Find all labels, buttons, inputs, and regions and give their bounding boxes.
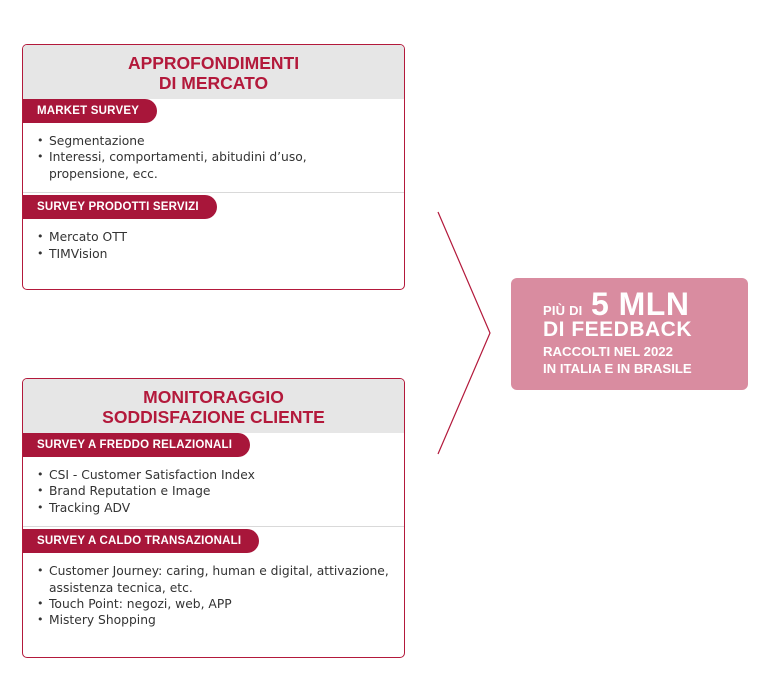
list-item: CSI - Customer Satisfaction Index <box>37 467 394 484</box>
stat-detail: IN ITALIA E IN BRASILE <box>543 361 692 376</box>
list-item: Interessi, comportamenti, abitudini d’us… <box>37 149 394 182</box>
list-item: Mercato OTT <box>37 229 394 246</box>
feedback-stat-box: PIÙ DI 5 MLN DI FEEDBACK RACCOLTI NEL 20… <box>511 278 748 390</box>
bullet-list: Customer Journey: caring, human e digita… <box>23 553 404 635</box>
stat-headline: PIÙ DI 5 MLN <box>543 288 748 320</box>
stat-value: 5 MLN <box>590 286 690 322</box>
card-title: APPROFONDIMENTI DI MERCATO <box>23 45 404 99</box>
card-title-line: APPROFONDIMENTI <box>127 53 300 73</box>
stat-detail: RACCOLTI NEL 2022 <box>543 344 673 359</box>
list-item: Customer Journey: caring, human e digita… <box>37 563 394 596</box>
list-item: Touch Point: negozi, web, APP <box>37 596 394 613</box>
list-item: Mistery Shopping <box>37 612 394 629</box>
card-title-line: SODDISFAZIONE CLIENTE <box>102 407 325 427</box>
divider <box>23 192 404 194</box>
list-item: TIMVision <box>37 246 394 263</box>
divider <box>23 526 404 528</box>
section-label-product-survey: SURVEY PRODOTTI SERVIZI <box>23 195 217 220</box>
bullet-list: Mercato OTT TIMVision <box>23 219 404 268</box>
list-item: Segmentazione <box>37 133 394 150</box>
stat-subheading: DI FEEDBACK <box>543 318 693 341</box>
bullet-list: CSI - Customer Satisfaction Index Brand … <box>23 457 404 522</box>
list-item: Brand Reputation e Image <box>37 483 394 500</box>
section-label-cold-survey: SURVEY A FREDDO RELAZIONALI <box>23 433 251 457</box>
list-item: Tracking ADV <box>37 500 394 517</box>
section-label-market-survey: MARKET SURVEY <box>23 99 158 123</box>
card-title-line: MONITORAGGIO <box>143 387 284 407</box>
customer-satisfaction-card: MONITORAGGIO SODDISFAZIONE CLIENTE SURVE… <box>22 378 405 658</box>
market-insights-card: APPROFONDIMENTI DI MERCATO MARKET SURVEY… <box>22 44 405 290</box>
chevron-arrow-icon <box>437 211 491 455</box>
card-title-line: DI MERCATO <box>158 73 269 93</box>
card-title: MONITORAGGIO SODDISFAZIONE CLIENTE <box>23 379 404 433</box>
bullet-list: Segmentazione Interessi, comportamenti, … <box>23 123 404 188</box>
section-label-hot-survey: SURVEY A CALDO TRANSAZIONALI <box>23 529 260 554</box>
stat-prefix: PIÙ DI <box>543 303 583 318</box>
